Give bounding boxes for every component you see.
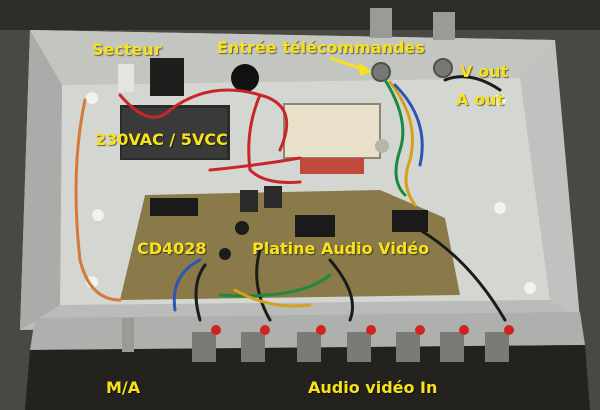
label-cd4028: CD4028: [137, 239, 207, 258]
label-a-out: A out: [456, 90, 504, 109]
label-entree-telecommandes: Entrée télécommandes: [217, 38, 425, 57]
psu-module: [120, 105, 230, 160]
label-secteur: Secteur: [92, 40, 162, 59]
label-v-out: V out: [460, 62, 508, 81]
rear-connectors: [118, 8, 455, 96]
arrow-icon: [329, 56, 372, 76]
pcb-board: [120, 186, 460, 300]
label-platine: Platine Audio Vidéo: [252, 239, 430, 258]
transformer: [283, 103, 389, 174]
label-ma: M/A: [106, 378, 141, 397]
front-connectors: [122, 318, 514, 362]
label-psu: 230VAC / 5VCC: [95, 130, 228, 149]
wiring: [74, 75, 507, 322]
label-audio-video-in: Audio vidéo In: [308, 378, 438, 397]
